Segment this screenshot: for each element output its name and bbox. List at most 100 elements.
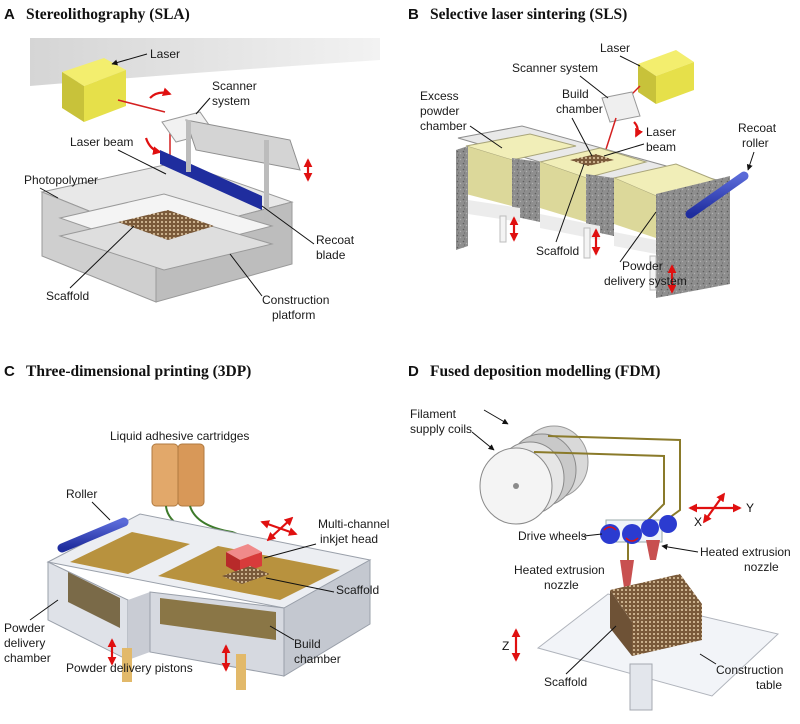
sla-label-scanner-2: system <box>212 94 250 108</box>
fdm-filament-spools <box>479 425 589 525</box>
sls-leader-excess <box>469 125 503 149</box>
sls-scanner-mirror <box>601 91 641 123</box>
fdm-label-axis-x: X <box>694 515 702 529</box>
3dp-label-head-2: inkjet head <box>320 532 378 546</box>
sls-label-excess-2: powder <box>420 104 459 118</box>
sls-label-beam-2: beam <box>646 140 676 154</box>
3dp-scaffold <box>222 566 270 584</box>
sla-scanner-rotate-arrow-2 <box>144 137 162 155</box>
fdm-drive-wheels <box>600 515 677 544</box>
sls-leader-delivery <box>619 211 657 263</box>
3dp-leader-build <box>269 625 295 641</box>
fdm-label-drive: Drive wheels <box>518 529 587 543</box>
panel-c: C Three-dimensional printing (3DP) <box>4 363 389 690</box>
sla-label-photopolymer: Photopolymer <box>24 173 98 187</box>
sls-mirror-rotate-arrow <box>633 121 644 138</box>
fdm-table-post <box>629 663 653 711</box>
fdm-x-arrow <box>702 492 726 524</box>
sls-leader-roller <box>746 151 755 171</box>
3dp-roller <box>57 517 129 553</box>
sla-lift-post-left <box>186 120 191 172</box>
sls-label-delivery-2: delivery system <box>604 274 687 288</box>
fdm-scaffold <box>610 574 702 656</box>
sls-piston-2 <box>583 227 591 259</box>
3dp-x-arrow <box>260 520 298 536</box>
3dp-leader-head <box>263 543 317 559</box>
panel-d-letter: D <box>408 363 419 380</box>
fdm-label-axis-z: Z <box>502 639 509 653</box>
fdm-nozzle-left <box>620 560 634 588</box>
fdm-leader-filament-2 <box>471 431 495 451</box>
sls-label-build-2: chamber <box>556 102 603 116</box>
fdm-leader-nozzle-right <box>661 543 699 553</box>
panel-d: D Fused deposition modelling (FDM) <box>408 363 791 711</box>
sla-label-recoat-2: blade <box>316 248 346 262</box>
sla-beam-to-mirror <box>117 99 166 113</box>
3dp-y-arrow <box>266 516 294 542</box>
3dp-piston-2 <box>236 654 246 690</box>
sls-leader-scaffold <box>555 163 585 243</box>
3dp-label-delivery-1: Powder <box>4 621 45 635</box>
sls-piston-1 <box>499 215 507 243</box>
sla-label-scaffold: Scaffold <box>46 289 89 303</box>
sla-scanner-rotate-arrow <box>149 87 172 99</box>
fdm-label-table-2: table <box>756 678 782 692</box>
fdm-leader-drive <box>583 533 603 537</box>
3dp-cartridges <box>151 443 205 507</box>
sls-piston-3 <box>649 255 657 291</box>
sls-label-scaffold: Scaffold <box>536 244 579 258</box>
fdm-leader-table <box>699 653 717 665</box>
fdm-label-filament-1: Filament <box>410 407 457 421</box>
panel-b-title: Selective laser sintering (SLS) <box>430 6 627 23</box>
fdm-label-nozzle-right-1: Heated extrusion <box>700 545 791 559</box>
fdm-leader-scaffold <box>565 625 617 675</box>
fdm-label-axis-y: Y <box>746 501 754 515</box>
sla-scaffold <box>118 210 214 240</box>
fdm-label-nozzle-left-2: nozzle <box>544 578 579 592</box>
sls-scaffold-layer <box>570 154 614 166</box>
panel-b: B Selective laser sintering (SLS) <box>408 6 777 298</box>
sla-leader-laser-beam <box>117 149 167 175</box>
fdm-label-scaffold: Scaffold <box>544 675 587 689</box>
sls-label-roller-1: Recoat <box>738 121 777 135</box>
sls-label-delivery-1: Powder <box>622 259 663 273</box>
3dp-label-scaffold: Scaffold <box>336 583 379 597</box>
sla-label-scanner-1: Scanner <box>212 79 257 93</box>
3dp-label-build-1: Build <box>294 637 321 651</box>
3dp-piston-1 <box>122 648 132 682</box>
fdm-filament-2 <box>533 451 665 560</box>
sla-leader-scanner <box>195 97 211 115</box>
sls-label-excess-3: chamber <box>420 119 467 133</box>
panel-a-letter: A <box>4 6 15 23</box>
sls-leader-beam <box>603 143 645 157</box>
panel-a-title: Stereolithography (SLA) <box>26 6 190 23</box>
3dp-leader-scaffold <box>265 577 335 593</box>
3dp-label-pistons: Powder delivery pistons <box>66 661 193 675</box>
sls-machine <box>456 125 730 298</box>
fdm-label-filament-2: supply coils <box>410 422 472 436</box>
sls-label-laser: Laser <box>600 41 630 55</box>
3dp-label-delivery-3: chamber <box>4 651 51 665</box>
3dp-label-build-2: chamber <box>294 652 341 666</box>
sls-label-beam-1: Laser <box>646 125 676 139</box>
sls-leader-laser <box>619 55 641 67</box>
sla-recoat-blade <box>160 150 262 210</box>
3dp-label-roller: Roller <box>66 487 97 501</box>
sla-leader-platform <box>229 253 263 297</box>
panel-b-letter: B <box>408 6 419 23</box>
sls-recoat-roller <box>685 171 749 219</box>
fdm-label-nozzle-left-1: Heated extrusion <box>514 563 605 577</box>
fdm-label-table-1: Construction <box>716 663 783 677</box>
3dp-leader-delivery <box>29 599 59 621</box>
sla-label-recoat-1: Recoat <box>316 233 355 247</box>
sls-leader-build <box>571 117 593 157</box>
sla-label-platform-1: Construction <box>262 293 329 307</box>
sla-label-platform-2: platform <box>272 308 315 322</box>
3dp-label-head-1: Multi-channel <box>318 517 389 531</box>
fdm-leader-filament-1 <box>483 409 509 425</box>
sla-leader-scaffold <box>69 225 135 289</box>
sls-label-roller-2: roller <box>742 136 769 150</box>
3dp-label-cartridges: Liquid adhesive cartridges <box>110 429 249 443</box>
fdm-nozzle-right <box>646 540 660 560</box>
